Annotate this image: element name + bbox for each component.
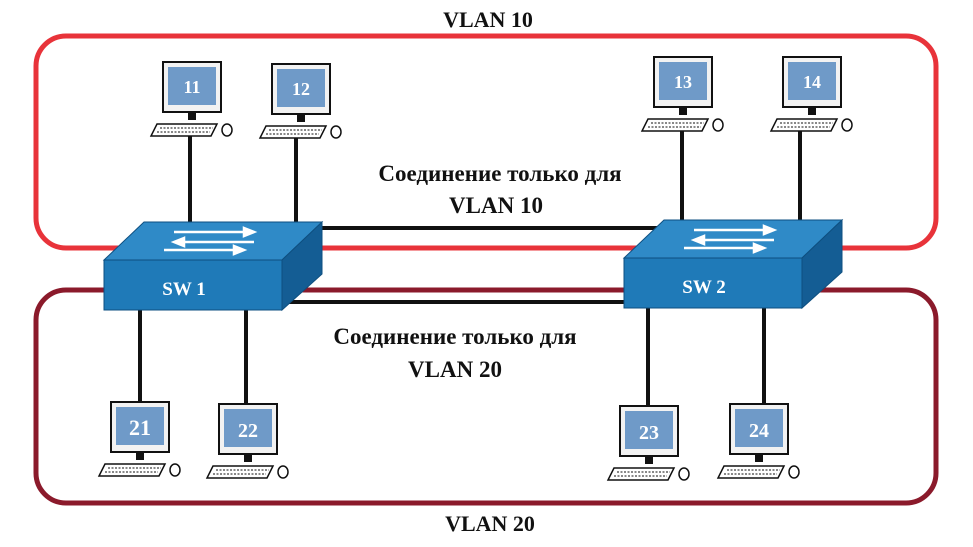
pc-14: 14: [770, 56, 853, 132]
pc-21-label: 21: [129, 415, 151, 440]
pc-13-label: 13: [674, 72, 692, 92]
vlan20-link-label-line2: VLAN 20: [408, 357, 502, 382]
vlan10-link-label-line2: VLAN 10: [449, 193, 543, 218]
pc-24: 24: [717, 403, 800, 479]
vlan20-link-label-line1: Соединение только для: [333, 324, 576, 349]
pc-12: 12: [259, 63, 342, 139]
pc-23-label: 23: [639, 422, 659, 444]
switch-sw2: SW 2: [622, 218, 844, 310]
pc-22-label: 22: [238, 420, 258, 442]
vlan10-title: VLAN 10: [443, 7, 533, 32]
pc-22: 22: [206, 403, 289, 479]
switch-sw1: SW 1: [102, 220, 324, 312]
pc-21: 21: [98, 401, 181, 477]
pc-11: 11: [150, 61, 233, 137]
vlan10-boundary: [33, 33, 939, 251]
vlan20-boundary: [33, 287, 939, 506]
pc-11-label: 11: [183, 77, 200, 97]
vlan10-link-label-line1: Соединение только для: [378, 161, 621, 186]
access-cables: [138, 130, 802, 405]
pc-23: 23: [607, 405, 690, 481]
switch-sw1-label: SW 1: [162, 279, 205, 300]
pc-14-label: 14: [803, 72, 821, 92]
switch-sw2-label: SW 2: [682, 277, 725, 298]
pc-12-label: 12: [292, 79, 310, 99]
vlan20-title: VLAN 20: [445, 511, 535, 536]
pc-24-label: 24: [749, 420, 769, 442]
pc-13: 13: [641, 56, 724, 132]
